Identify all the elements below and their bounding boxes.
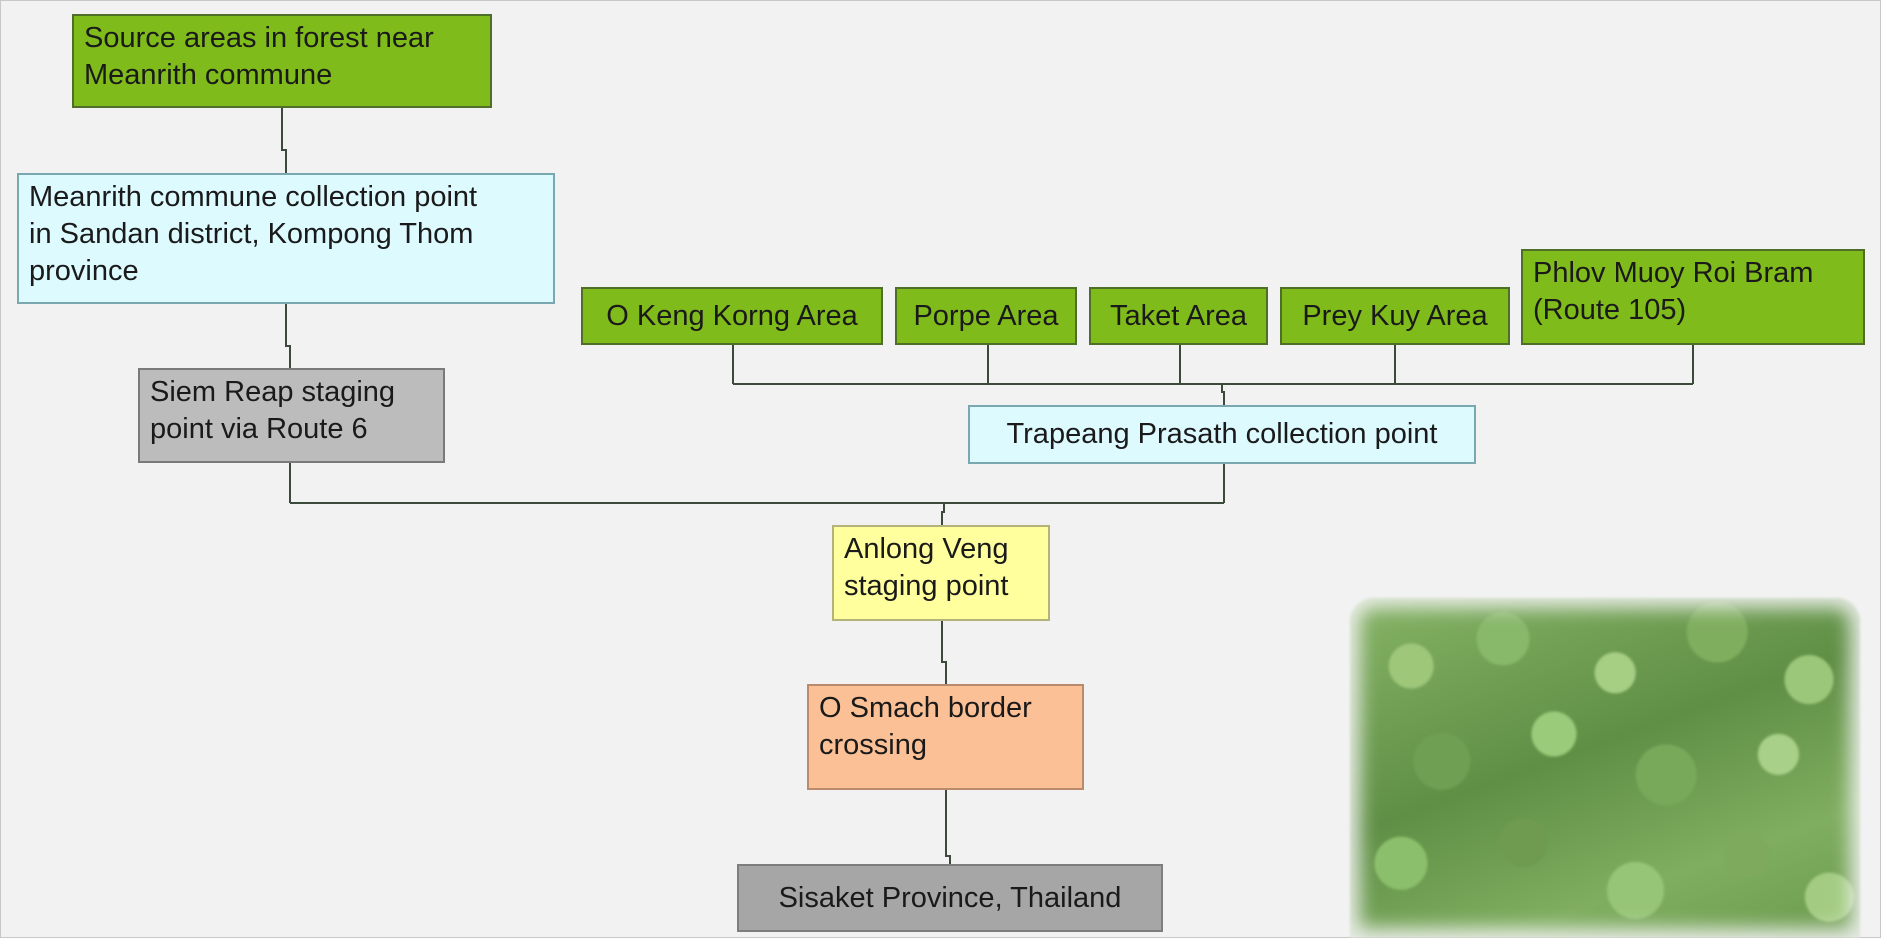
node-phlov-muoy-roi-bram: Phlov Muoy Roi Bram (Route 105) xyxy=(1521,249,1865,345)
node-meanrith-collection: Meanrith commune collection point in San… xyxy=(17,173,555,304)
node-o-keng-korng: O Keng Korng Area xyxy=(581,287,883,345)
connector-meanrith-to-siemreap xyxy=(285,304,291,369)
forest-foliage-photo xyxy=(1350,598,1860,938)
connector-source-to-meanrith xyxy=(281,107,287,176)
connector-bus-to-trapeang xyxy=(1221,384,1225,405)
connector-bus-to-anlongveng xyxy=(941,503,945,525)
node-trapeang-prasath: Trapeang Prasath collection point xyxy=(968,405,1476,464)
node-o-smach-border: O Smach border crossing xyxy=(807,684,1084,790)
node-taket: Taket Area xyxy=(1089,287,1268,345)
node-porpe: Porpe Area xyxy=(895,287,1077,345)
node-sisaket-province: Sisaket Province, Thailand xyxy=(737,864,1163,932)
connector-osmach-to-sisaket xyxy=(945,789,951,864)
connector-anlongveng-to-osmach xyxy=(941,620,947,684)
node-prey-kuy: Prey Kuy Area xyxy=(1280,287,1510,345)
node-siem-reap-staging: Siem Reap staging point via Route 6 xyxy=(138,368,445,463)
node-anlong-veng: Anlong Veng staging point xyxy=(832,525,1050,621)
node-source-areas: Source areas in forest near Meanrith com… xyxy=(72,14,492,108)
